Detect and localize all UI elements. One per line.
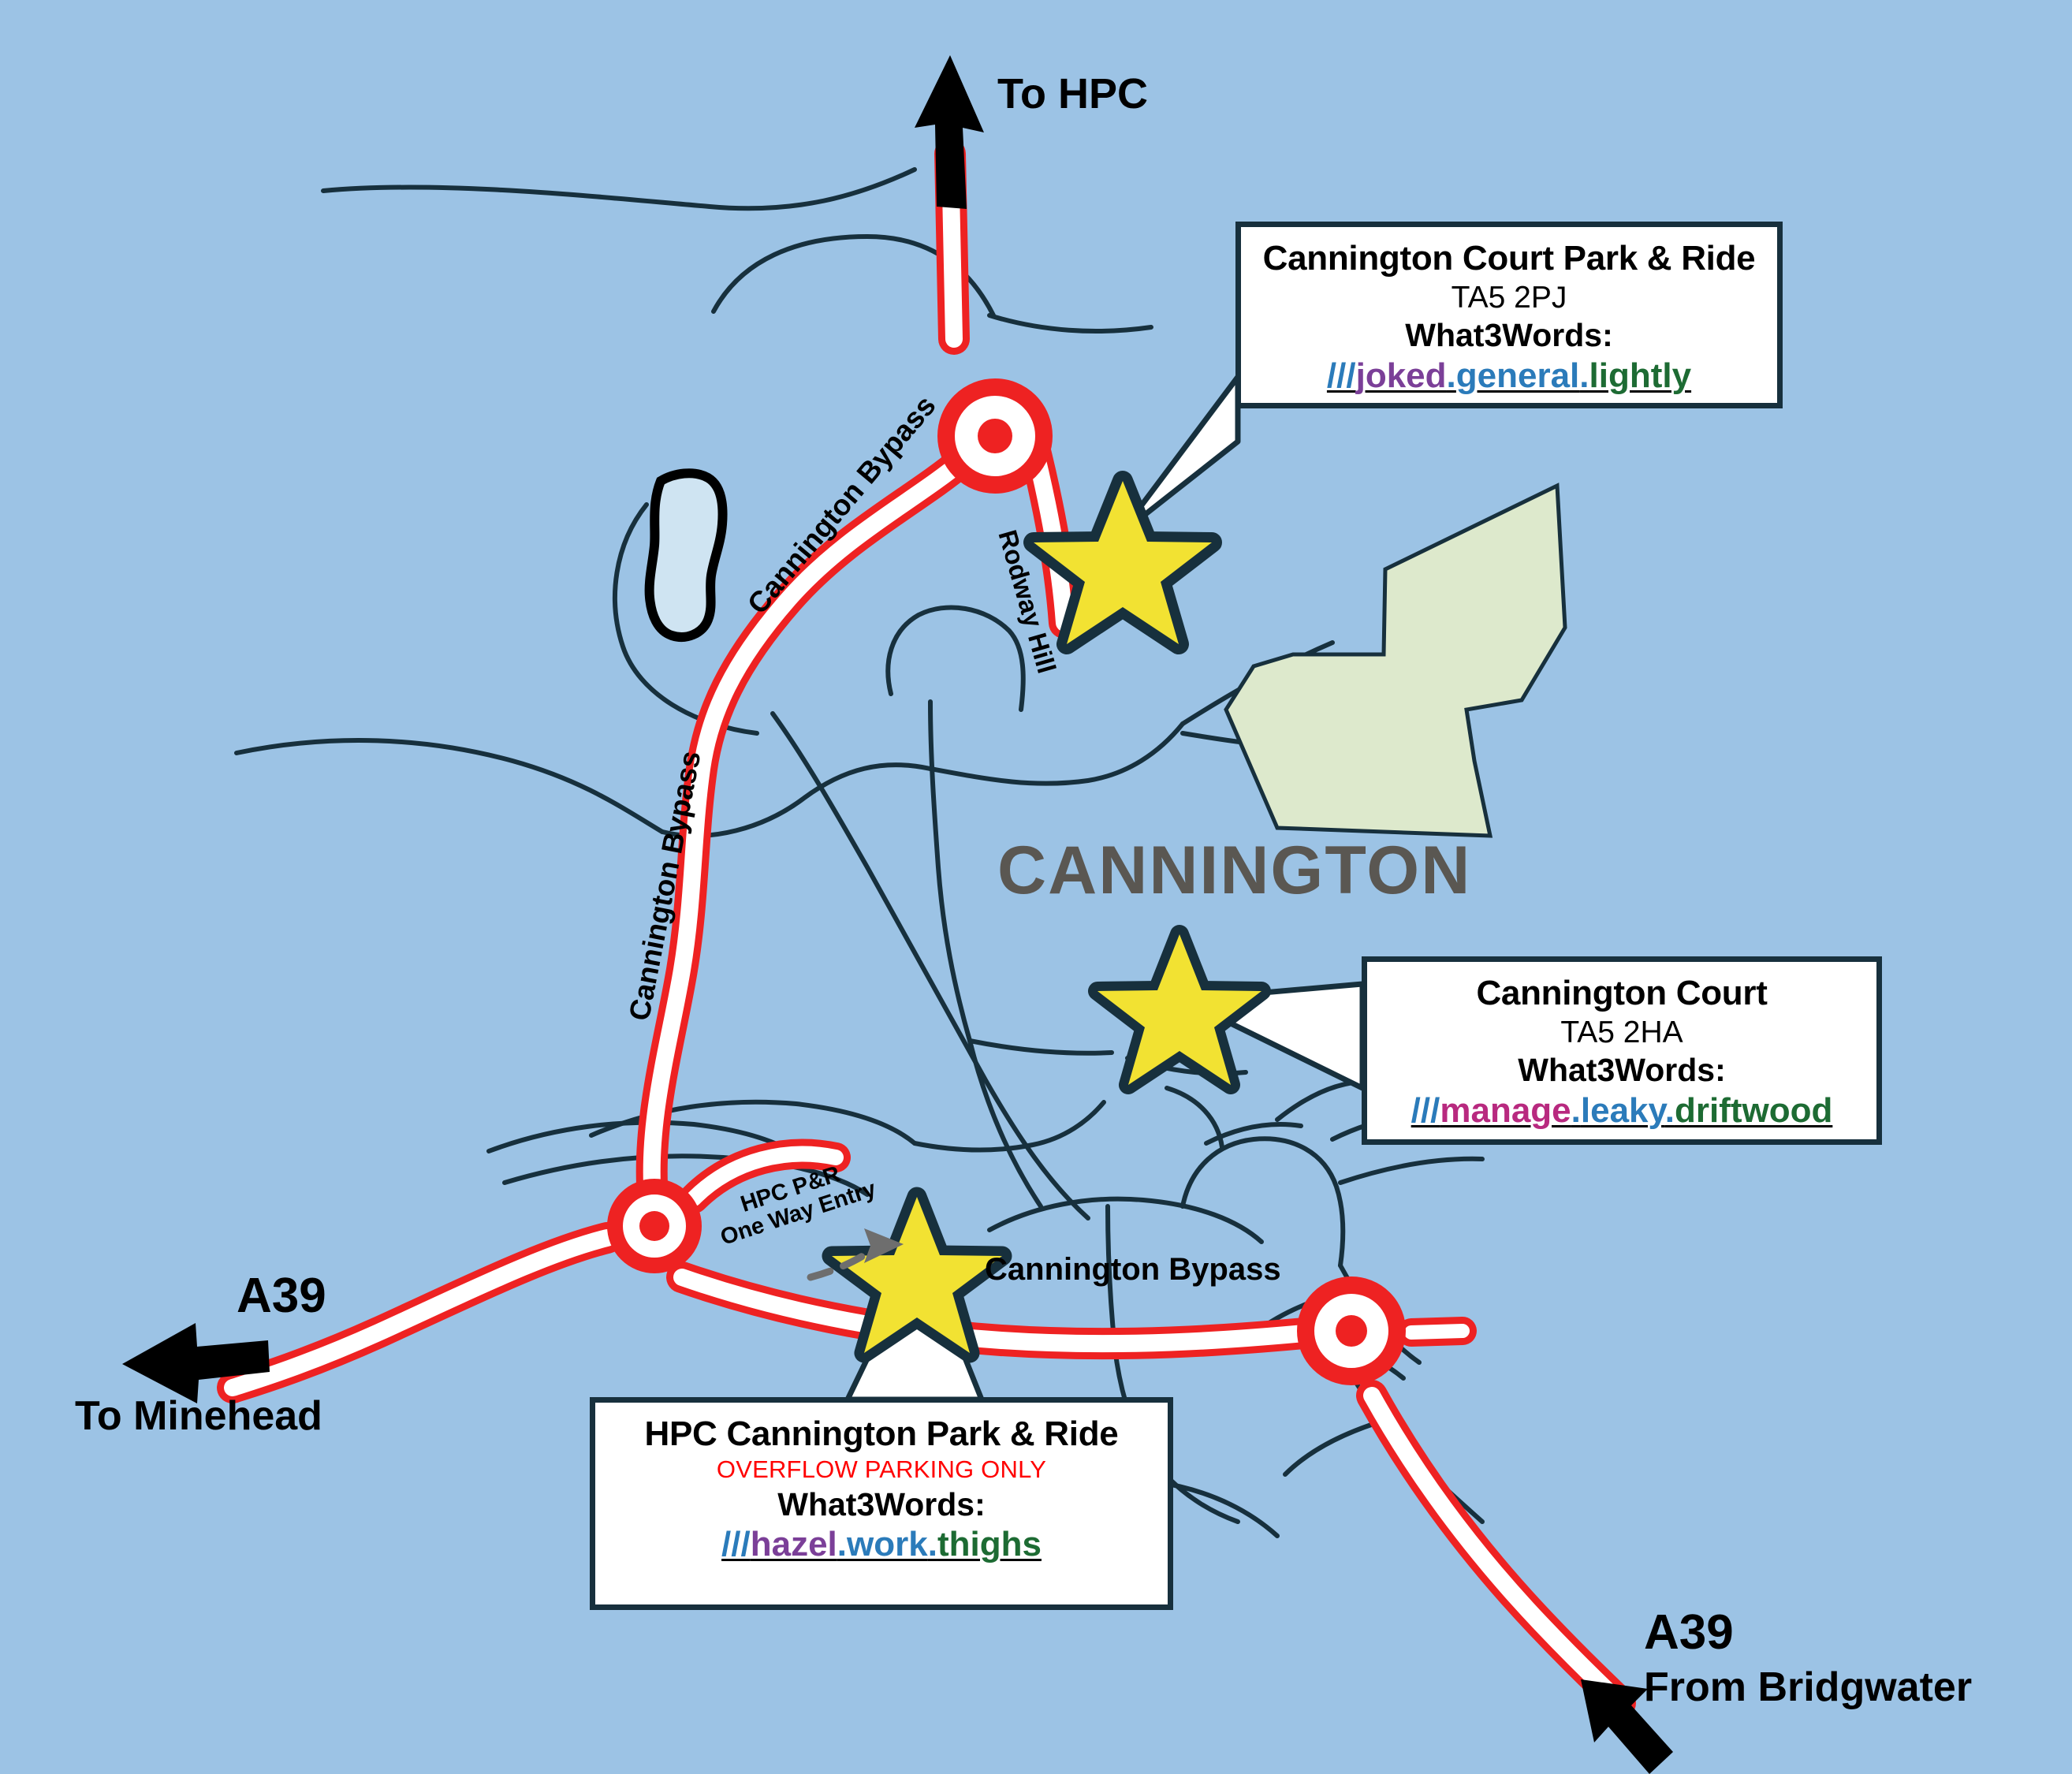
one-way-entry-arrow xyxy=(807,1228,904,1281)
road-number-a39-west: A39 xyxy=(237,1269,326,1323)
field-polygon xyxy=(1224,483,1567,838)
w3w-slashes: /// xyxy=(1326,356,1356,395)
w3w-word-3: lightly xyxy=(1589,356,1692,395)
roundabout-right xyxy=(1297,1276,1406,1385)
w3w-separator-2: . xyxy=(1579,356,1589,395)
callout-title: HPC Cannington Park & Ride xyxy=(644,1414,1119,1453)
arrow-from-bridgwater xyxy=(1581,1679,1673,1774)
callout-what3words-address[interactable]: ///hazel.work.thighs xyxy=(616,1524,1147,1566)
w3w-word-2: leaky xyxy=(1580,1090,1665,1130)
direction-label-to-hpc: To HPC xyxy=(997,70,1148,117)
callout-overflow-warning: OVERFLOW PARKING ONLY xyxy=(716,1455,1047,1483)
callout-cannington-court-park-and-ride[interactable]: Cannington Court Park & Ride TA5 2PJ Wha… xyxy=(1235,222,1783,408)
star-marker-cannington-court xyxy=(1088,925,1271,1094)
w3w-word-3: driftwood xyxy=(1674,1090,1833,1130)
direction-label-from-bridgwater: From Bridgwater xyxy=(1644,1664,1973,1710)
w3w-slashes: /// xyxy=(1411,1090,1440,1130)
star-marker-cannington-court-park-ride xyxy=(1023,471,1222,654)
w3w-separator-1: . xyxy=(1446,356,1456,395)
w3w-word-1: joked xyxy=(1355,356,1447,395)
arrow-to-hpc xyxy=(915,55,984,209)
w3w-word-3: thighs xyxy=(937,1524,1042,1563)
callout-hpc-cannington-park-and-ride[interactable]: HPC Cannington Park & Ride OVERFLOW PARK… xyxy=(590,1397,1173,1610)
star-marker-hpc-cannington-park-ride xyxy=(822,1187,1012,1363)
arrow-to-minehead xyxy=(122,1323,270,1403)
callout-cannington-court[interactable]: Cannington Court TA5 2HA What3Words: ///… xyxy=(1362,956,1882,1145)
callout-postcode: TA5 2HA xyxy=(1560,1015,1683,1049)
callout-title: Cannington Court Park & Ride xyxy=(1262,239,1756,278)
callout-w3w-label: What3Words: xyxy=(1518,1052,1726,1089)
w3w-word-2: general xyxy=(1455,356,1580,395)
callout-w3w-label: What3Words: xyxy=(1405,317,1613,354)
direction-label-to-minehead: To Minehead xyxy=(75,1393,322,1439)
w3w-slashes: /// xyxy=(721,1524,751,1563)
w3w-separator-2: . xyxy=(927,1524,937,1563)
callout-w3w-label: What3Words: xyxy=(777,1485,986,1522)
w3w-separator-1: . xyxy=(837,1524,848,1563)
callout-what3words-address[interactable]: ///joked.general.lightly xyxy=(1261,356,1757,397)
town-label-cannington: CANNINGTON xyxy=(997,833,1472,908)
w3w-separator-1: . xyxy=(1571,1090,1581,1130)
roundabout-lower-left xyxy=(607,1179,702,1273)
w3w-word-2: work xyxy=(847,1524,928,1563)
w3w-word-1: hazel xyxy=(750,1524,837,1563)
road-number-a39-east: A39 xyxy=(1644,1605,1734,1660)
callout-what3words-address[interactable]: ///manage.leaky.driftwood xyxy=(1388,1090,1856,1132)
road-label-cannington-bypass-south: Cannington Bypass xyxy=(985,1252,1281,1287)
callout-title: Cannington Court xyxy=(1476,974,1768,1012)
roundabout-top xyxy=(937,378,1053,494)
w3w-word-1: manage xyxy=(1440,1090,1571,1130)
pond-water xyxy=(644,468,728,642)
callout-postcode: TA5 2PJ xyxy=(1451,280,1567,315)
w3w-separator-2: . xyxy=(1664,1090,1675,1130)
